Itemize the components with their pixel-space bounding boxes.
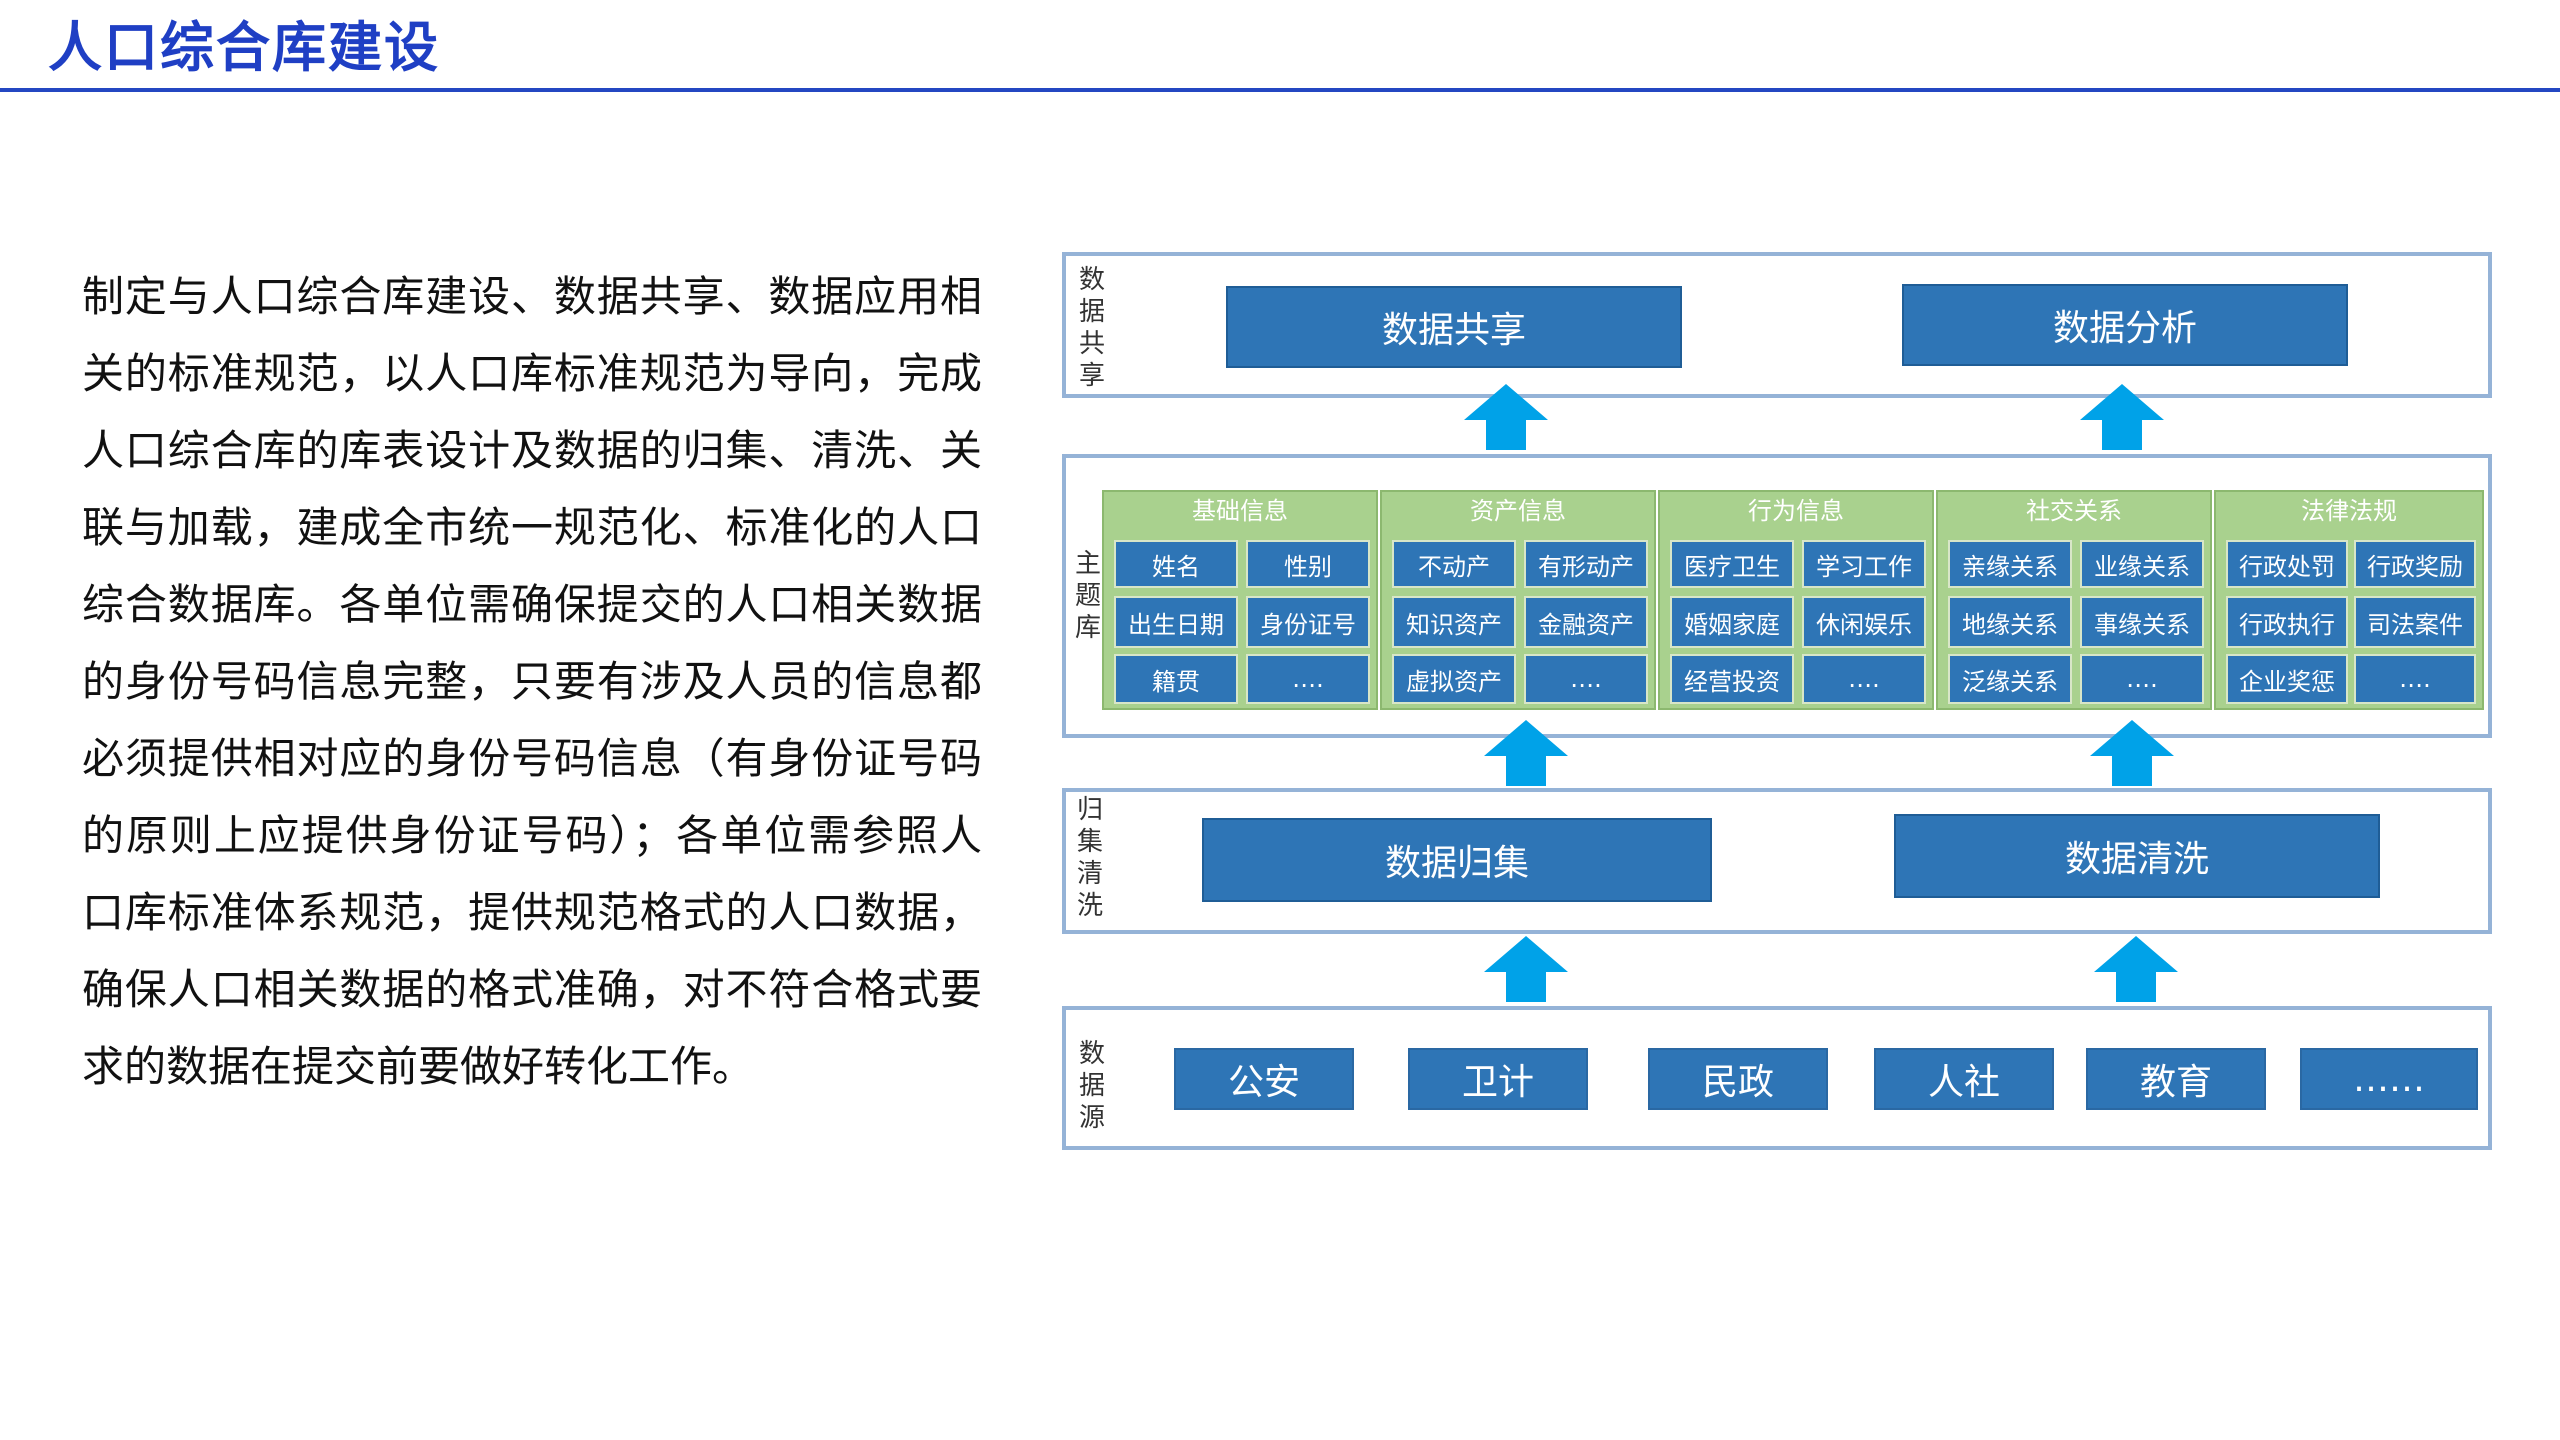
item-cell: ….	[1524, 654, 1648, 704]
group-title: 法律法规	[2301, 497, 2397, 525]
layer-label-theme: 主 题 库	[1074, 549, 1101, 643]
item-cell: 身份证号	[1246, 596, 1370, 648]
item-cell: 学习工作	[1802, 540, 1926, 588]
box-data-analysis: 数据分析	[1902, 284, 2348, 366]
layer-label-cleaning: 归 集 清 洗	[1076, 795, 1103, 921]
item-cell: 行政奖励	[2354, 540, 2476, 588]
item-cell: 企业奖惩	[2226, 654, 2348, 704]
up-arrow-icon	[1484, 936, 1568, 1002]
group-social-relations: 社交关系 亲缘关系 业缘关系 地缘关系 事缘关系 泛缘关系 ….	[1936, 490, 2212, 710]
group-title: 基础信息	[1192, 497, 1288, 525]
item-cell: 知识资产	[1392, 596, 1516, 648]
item-cell: 金融资产	[1524, 596, 1648, 648]
group-asset-info: 资产信息 不动产 有形动产 知识资产 金融资产 虚拟资产 ….	[1380, 490, 1656, 710]
source-public-security: 公安	[1174, 1048, 1354, 1110]
architecture-diagram: 数 据 共 享 数据共享 数据分析 主 题 库 基础信息 姓名 性别 出生日期 …	[1058, 248, 2494, 1153]
layer-label-sources: 数 据 源	[1078, 1039, 1105, 1133]
item-cell: 不动产	[1392, 540, 1516, 588]
item-cell: 出生日期	[1114, 596, 1238, 648]
group-behavior-info: 行为信息 医疗卫生 学习工作 婚姻家庭 休闲娱乐 经营投资 ….	[1658, 490, 1934, 710]
item-cell: 籍贯	[1114, 654, 1238, 704]
item-cell: 性别	[1246, 540, 1370, 588]
item-cell: ….	[2080, 654, 2204, 704]
item-cell: 有形动产	[1524, 540, 1648, 588]
up-arrow-icon	[2080, 384, 2164, 450]
item-cell: ….	[2354, 654, 2476, 704]
item-cell: 司法案件	[2354, 596, 2476, 648]
item-cell: 地缘关系	[1948, 596, 2072, 648]
item-cell: 行政执行	[2226, 596, 2348, 648]
source-education: 教育	[2086, 1048, 2266, 1110]
box-data-sharing: 数据共享	[1226, 286, 1682, 368]
group-basic-info: 基础信息 姓名 性别 出生日期 身份证号 籍贯 ….	[1102, 490, 1378, 710]
item-cell: 婚姻家庭	[1670, 596, 1794, 648]
group-title: 资产信息	[1470, 497, 1566, 525]
source-more: ……	[2300, 1048, 2478, 1110]
item-cell: 经营投资	[1670, 654, 1794, 704]
item-cell: ….	[1802, 654, 1926, 704]
source-civil-affairs: 民政	[1648, 1048, 1828, 1110]
up-arrow-icon	[2094, 936, 2178, 1002]
item-cell: 亲缘关系	[1948, 540, 2072, 588]
up-arrow-icon	[1464, 384, 1548, 450]
group-title: 社交关系	[2026, 497, 2122, 525]
group-laws-regulations: 法律法规 行政处罚 行政奖励 行政执行 司法案件 企业奖惩 ….	[2214, 490, 2484, 710]
box-data-collection: 数据归集	[1202, 818, 1712, 902]
layer-label-sharing: 数 据 共 享	[1078, 265, 1105, 391]
group-title: 行为信息	[1748, 497, 1844, 525]
item-cell: 姓名	[1114, 540, 1238, 588]
up-arrow-icon	[1484, 720, 1568, 786]
item-cell: 医疗卫生	[1670, 540, 1794, 588]
page-title: 人口综合库建设	[48, 16, 440, 79]
item-cell: 虚拟资产	[1392, 654, 1516, 704]
box-data-cleaning: 数据清洗	[1894, 814, 2380, 898]
item-cell: 业缘关系	[2080, 540, 2204, 588]
source-health: 卫计	[1408, 1048, 1588, 1110]
item-cell: 事缘关系	[2080, 596, 2204, 648]
up-arrow-icon	[2090, 720, 2174, 786]
source-human-resources: 人社	[1874, 1048, 2054, 1110]
title-divider	[0, 88, 2560, 92]
item-cell: ….	[1246, 654, 1370, 704]
item-cell: 泛缘关系	[1948, 654, 2072, 704]
item-cell: 行政处罚	[2226, 540, 2348, 588]
description-paragraph: 制定与人口综合库建设、数据共享、数据应用相关的标准规范，以人口库标准规范为导向，…	[82, 272, 982, 1091]
item-cell: 休闲娱乐	[1802, 596, 1926, 648]
